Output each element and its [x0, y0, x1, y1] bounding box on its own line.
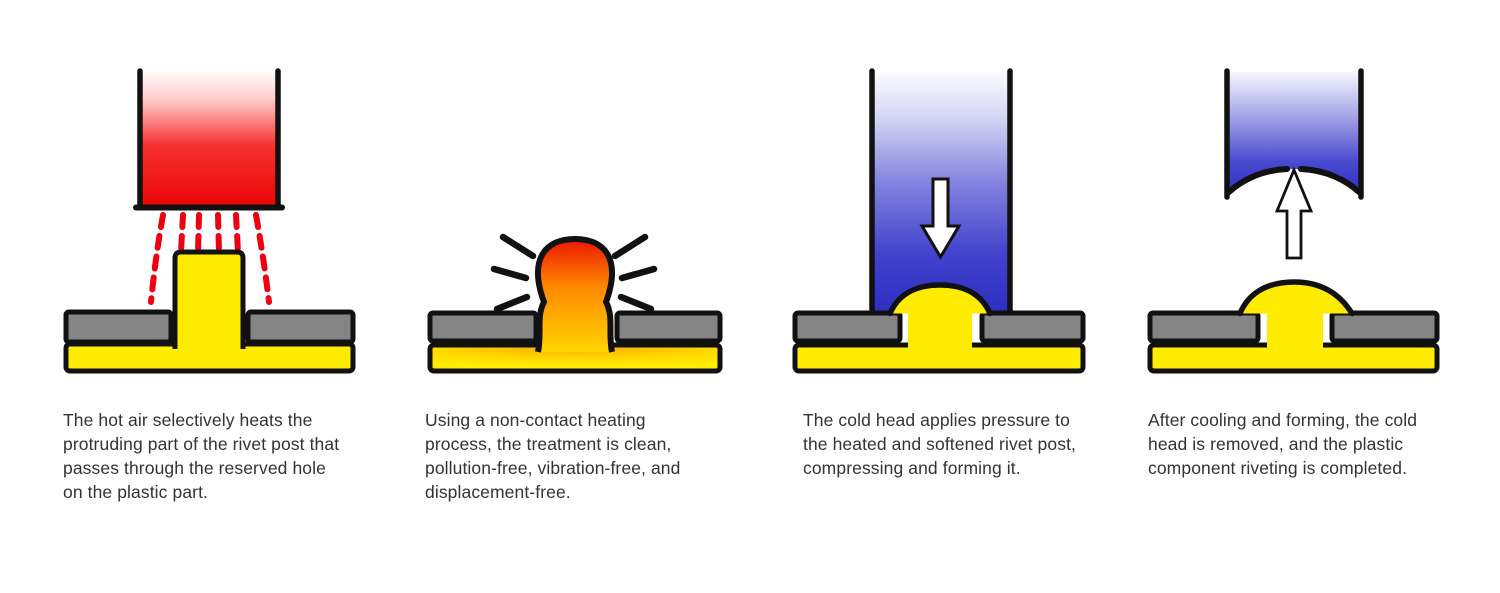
step-4-caption: After cooling and forming, the cold head… [1148, 410, 1418, 478]
clamped-plate-left [792, 310, 903, 344]
step-1-hot-air-heating [63, 68, 356, 374]
hot-air-heater-icon [133, 68, 285, 211]
step-3-caption: The cold head applies pressure to the he… [803, 410, 1076, 478]
rivet-post-shank [908, 306, 972, 352]
heat-streams-icon [148, 212, 272, 305]
step-2-caption: Using a non-contact heating process, the… [425, 410, 681, 502]
glowing-softened-rivet-icon [535, 236, 615, 353]
workpiece-4 [1147, 279, 1440, 374]
step-4-riveting-completed [1147, 68, 1440, 374]
clamped-plate-left [1147, 310, 1261, 344]
clamped-plate-right [614, 310, 723, 344]
clamped-plate-left [63, 309, 174, 345]
step-1-caption: The hot air selectively heats the protru… [63, 410, 340, 502]
workpiece-3 [792, 282, 1086, 374]
dome-cavity-edge-right [1298, 166, 1362, 195]
clamped-plate-right [1329, 310, 1440, 344]
dome-cavity-edge-left [1226, 166, 1290, 195]
step-3-cold-head-pressing [792, 68, 1086, 374]
clamped-plate-right [245, 309, 356, 345]
clamped-plate-left [427, 310, 539, 344]
step-2-softened-rivet [427, 233, 723, 374]
rivet-post-shank [1267, 306, 1323, 352]
down-arrow-icon [919, 177, 962, 260]
clamped-plate-right [979, 310, 1086, 344]
process-diagram-canvas [63, 68, 1440, 374]
forming-rivet-dome [887, 282, 993, 317]
glow-rays-icon [490, 233, 658, 313]
formed-rivet-head [1237, 279, 1355, 317]
workpiece-1 [63, 249, 356, 374]
workpiece-2 [427, 236, 723, 374]
rivet-post [172, 249, 246, 349]
cold-head-release-icon [1224, 68, 1364, 200]
up-arrow-icon [1274, 166, 1314, 260]
